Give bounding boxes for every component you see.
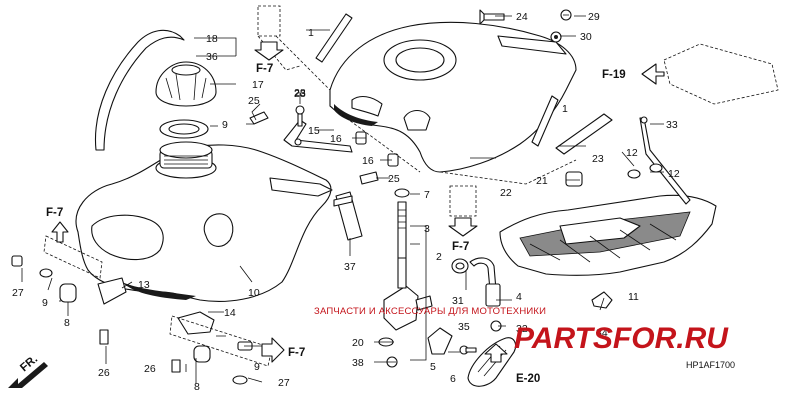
label-part-26-left: 26 bbox=[98, 367, 110, 379]
fuel-cap-gasket-part bbox=[159, 119, 209, 139]
washer-part bbox=[394, 188, 410, 198]
label-part-3: 3 bbox=[424, 223, 430, 235]
label-part-26-bottom: 26 bbox=[144, 363, 156, 375]
label-part-29: 29 bbox=[588, 11, 600, 23]
label-part-32: 32 bbox=[516, 323, 528, 335]
label-part-23-left: 23 bbox=[294, 88, 306, 100]
mount-rubber-left-part bbox=[59, 277, 127, 305]
cable-part bbox=[640, 116, 648, 124]
trim-strip-part bbox=[555, 113, 613, 155]
label-part-16-upper: 16 bbox=[330, 133, 342, 145]
ref-label-f7-bottom: F-7 bbox=[288, 347, 305, 359]
label-part-24: 24 bbox=[516, 11, 528, 23]
clip-part bbox=[479, 9, 505, 25]
fuel-cap-part bbox=[155, 61, 217, 107]
label-part-7: 7 bbox=[424, 189, 430, 201]
label-part-23-right: 23 bbox=[592, 153, 604, 165]
label-part-37: 37 bbox=[344, 261, 356, 273]
label-part-33: 33 bbox=[666, 119, 678, 131]
label-part-9-left: 9 bbox=[42, 297, 48, 309]
label-part-36: 36 bbox=[206, 51, 218, 63]
label-part-1-lower: 1 bbox=[562, 103, 568, 115]
label-part-2: 2 bbox=[436, 251, 442, 263]
label-part-25-upper: 25 bbox=[248, 95, 260, 107]
label-part-1-upper: 1 bbox=[308, 27, 314, 39]
label-part-22: 22 bbox=[500, 187, 512, 199]
ref-label-f7-mid: F-7 bbox=[452, 241, 469, 253]
ref-label-f7-left: F-7 bbox=[46, 207, 63, 219]
tank-shroud-part bbox=[329, 21, 577, 173]
watermark-subtitle: ЗАПЧАСТИ И АКСЕССУАРЫ ДЛЯ МОТОТЕХНИКИ bbox=[314, 306, 547, 317]
label-part-15: 15 bbox=[308, 125, 320, 137]
fuel-tank-part bbox=[75, 141, 333, 302]
label-part-35: 35 bbox=[458, 321, 470, 333]
label-part-8-left: 8 bbox=[64, 317, 70, 329]
grommet-part bbox=[627, 163, 663, 179]
label-part-16-lower: 16 bbox=[362, 155, 374, 167]
ref-arrow-f19 bbox=[641, 63, 665, 85]
side-strip-upper-part bbox=[315, 13, 353, 63]
label-part-28: 28 bbox=[294, 87, 306, 99]
breather-hose-part bbox=[94, 29, 185, 151]
hose-clamp-part bbox=[451, 258, 469, 274]
watermark-logo: PARTSFOR.RU bbox=[514, 322, 729, 354]
screw-part bbox=[560, 9, 572, 21]
label-part-25-lower: 25 bbox=[388, 173, 400, 185]
f19-plate-part bbox=[663, 43, 779, 105]
label-part-12-right: 12 bbox=[668, 168, 680, 180]
rubber-strap-part bbox=[333, 191, 363, 241]
label-part-6: 6 bbox=[450, 373, 456, 385]
ref-label-f19: F-19 bbox=[602, 69, 626, 81]
label-part-34: 34 bbox=[596, 327, 608, 339]
frame-clip-part bbox=[591, 291, 613, 309]
valve-lever-part bbox=[427, 327, 453, 355]
bolt-part bbox=[295, 105, 305, 127]
nut-part bbox=[550, 31, 562, 43]
ref-arrow-f7-top bbox=[254, 41, 284, 61]
label-part-11: 11 bbox=[628, 291, 639, 303]
ref-arrow-f7-left bbox=[51, 221, 69, 243]
screw-small-part bbox=[459, 345, 477, 355]
label-part-38: 38 bbox=[352, 357, 364, 369]
fuel-hose-part bbox=[469, 257, 501, 307]
label-part-30: 30 bbox=[580, 31, 592, 43]
label-part-31: 31 bbox=[452, 295, 464, 307]
label-part-14: 14 bbox=[224, 307, 236, 319]
diagram-code: HP1AF1700 bbox=[686, 360, 736, 370]
label-part-18: 18 bbox=[206, 33, 218, 45]
mount-bracket-center-part bbox=[171, 311, 253, 385]
label-part-9-top: 9 bbox=[222, 119, 228, 131]
rubber-mount-part bbox=[565, 171, 583, 187]
label-part-13: 13 bbox=[138, 279, 150, 291]
label-part-10: 10 bbox=[248, 287, 260, 299]
ref-arrow-f7-mid bbox=[448, 217, 478, 237]
tank-mount-frame-part bbox=[499, 117, 717, 276]
bolt-left-part bbox=[11, 255, 53, 278]
fuel-valve-part bbox=[383, 201, 433, 331]
label-part-9-bottom: 9 bbox=[254, 361, 260, 373]
label-part-17: 17 bbox=[252, 79, 264, 91]
label-part-12-left: 12 bbox=[626, 147, 638, 159]
fastener-part bbox=[249, 111, 379, 185]
label-part-27-left: 27 bbox=[12, 287, 24, 299]
side-strip-lower-part bbox=[531, 95, 559, 147]
label-part-5: 5 bbox=[430, 361, 436, 373]
label-part-20: 20 bbox=[352, 337, 364, 349]
bolt-26-upper-part bbox=[99, 329, 109, 345]
front-direction-arrow bbox=[8, 362, 48, 388]
watermark-logo-text: PARTSFOR.RU bbox=[514, 322, 729, 354]
label-part-8-bottom: 8 bbox=[194, 381, 200, 393]
ref-label-f7-top: F-7 bbox=[256, 63, 273, 75]
ref-arrow-e20 bbox=[484, 343, 508, 363]
label-part-21: 21 bbox=[536, 175, 548, 187]
ref-arrow-f7-bottom bbox=[261, 337, 285, 363]
label-part-4: 4 bbox=[516, 291, 522, 303]
ref-label-e20: E-20 bbox=[516, 373, 540, 385]
label-part-27-bottom: 27 bbox=[278, 377, 290, 389]
